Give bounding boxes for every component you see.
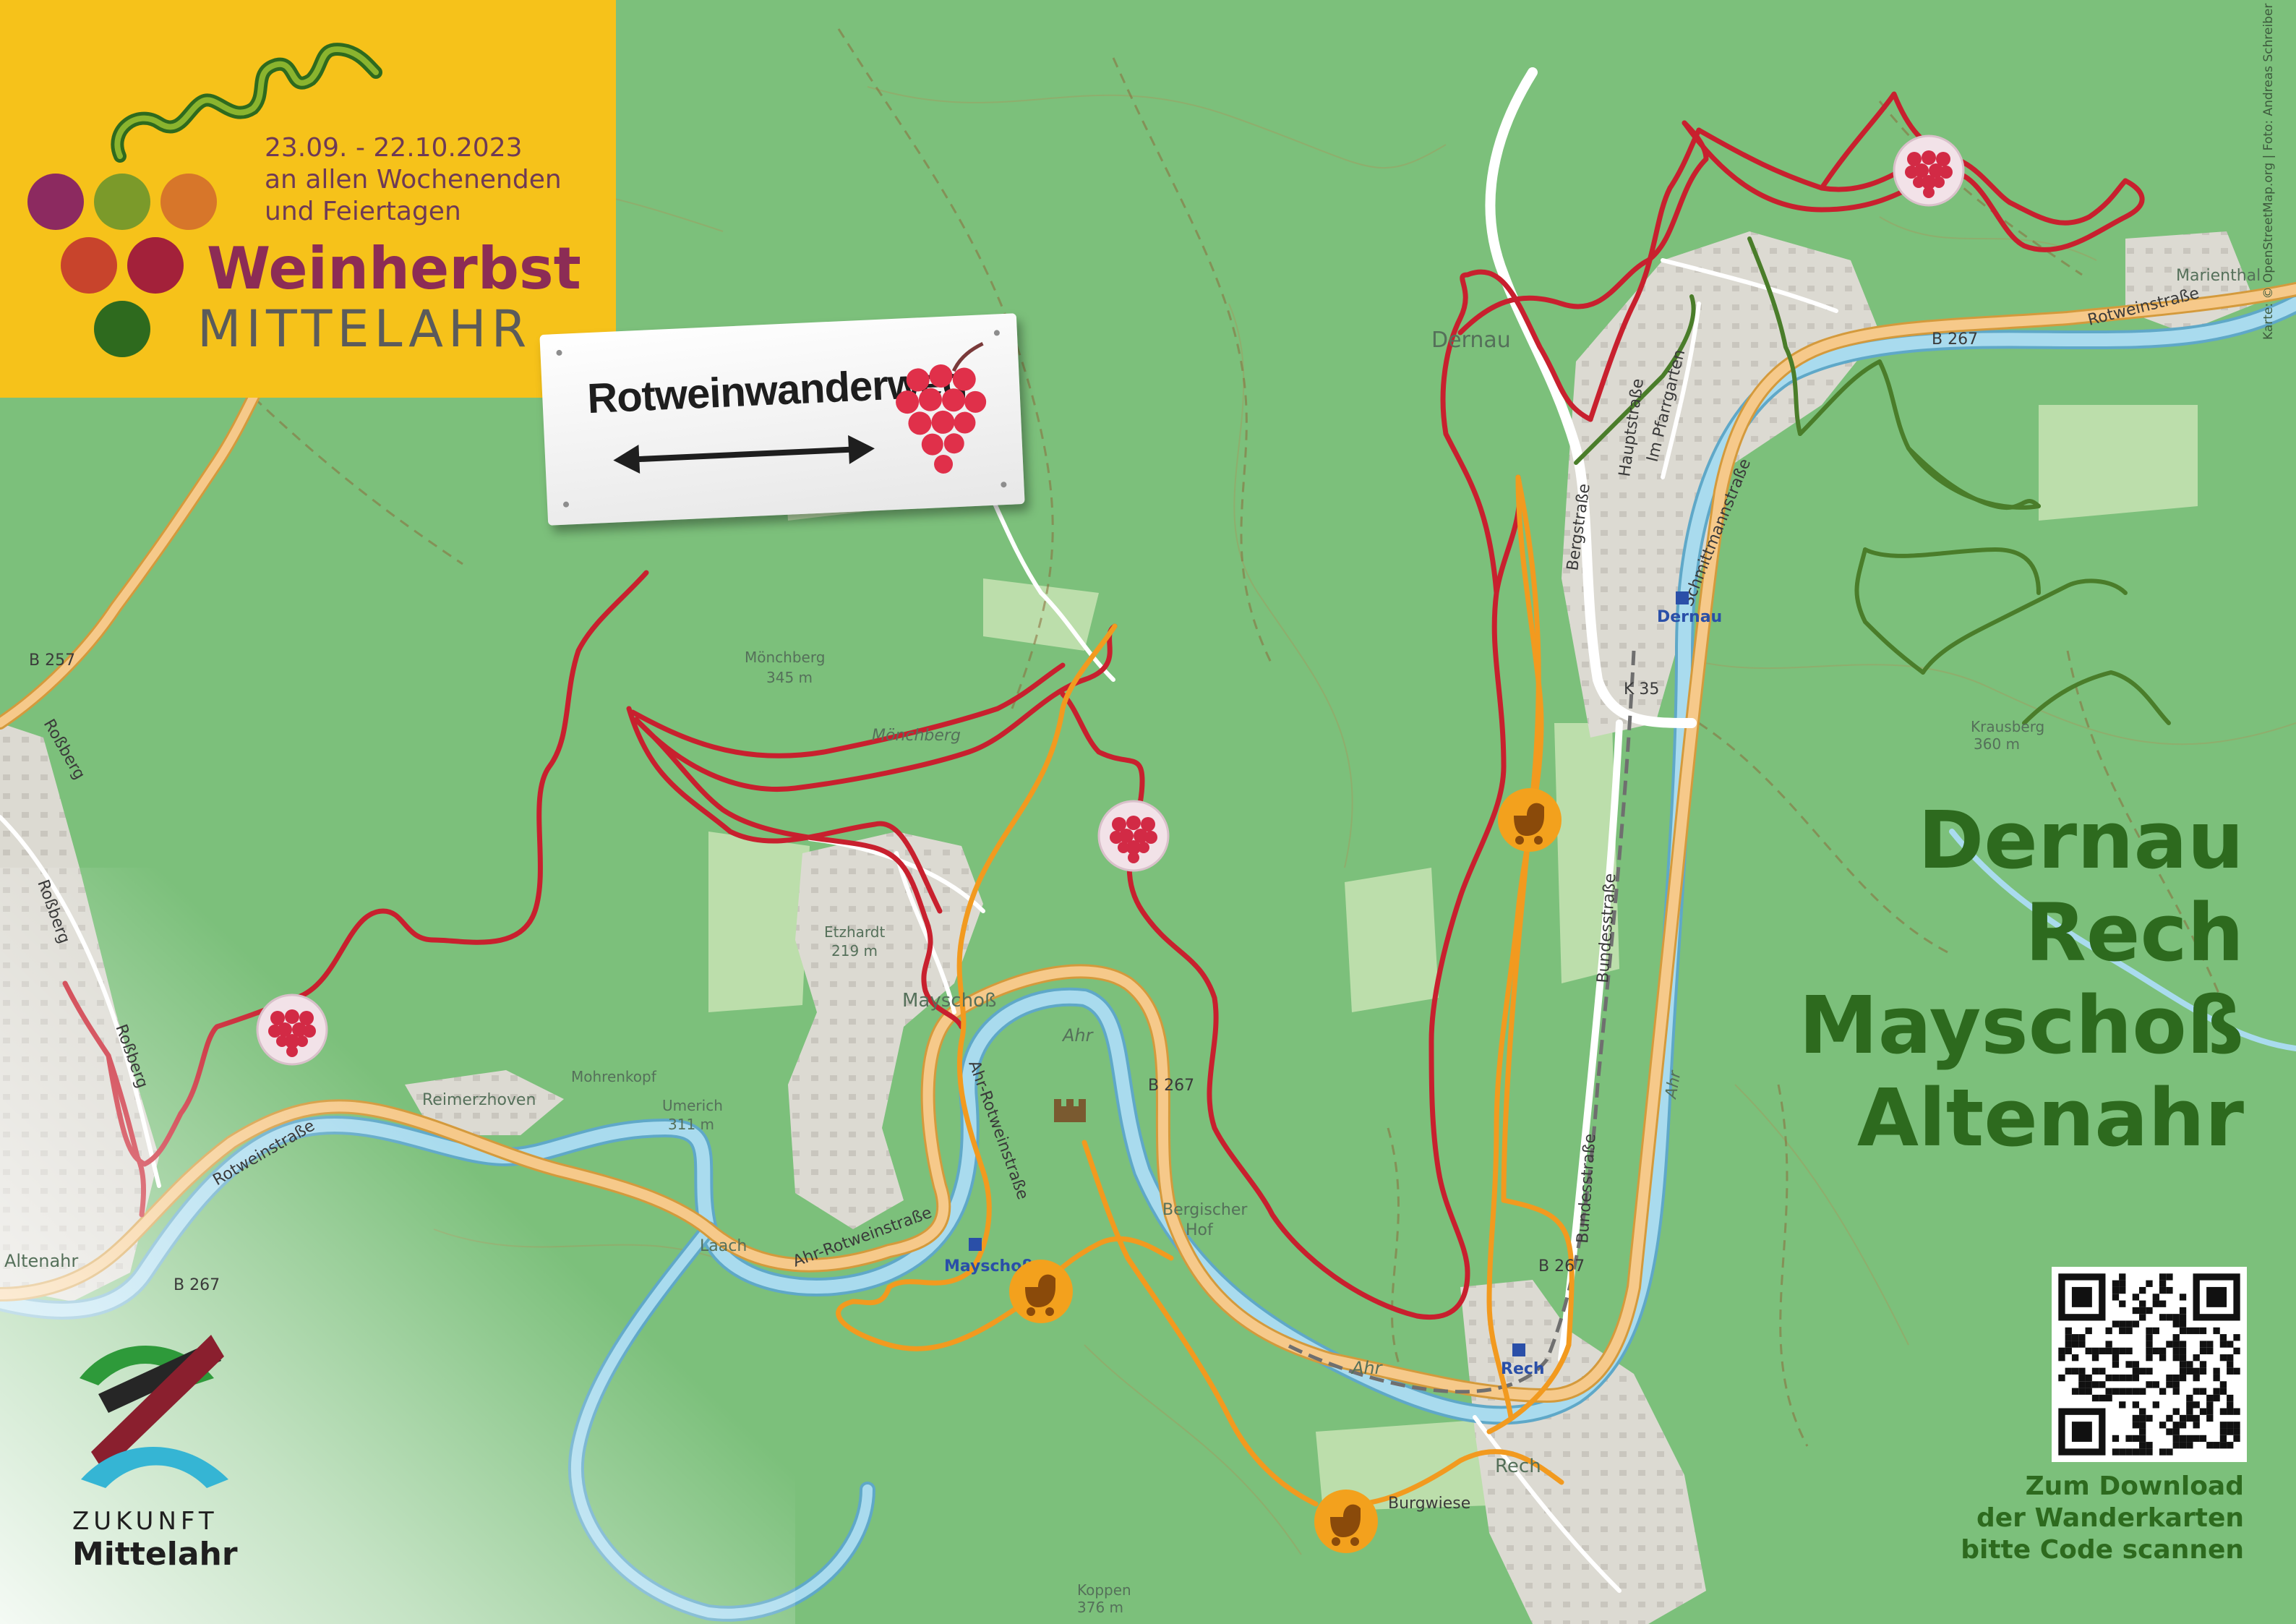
qr-code[interactable] — [2052, 1267, 2247, 1462]
qr-caption-line3: bitte Code scannen — [1961, 1535, 2244, 1565]
svg-text:K 35: K 35 — [1624, 680, 1659, 698]
stroller-marker-2 — [1009, 1260, 1073, 1323]
trail-kinderwagen — [836, 474, 1575, 1508]
qr-code-icon — [2058, 1273, 2240, 1456]
svg-text:Bergischer: Bergischer — [1162, 1201, 1248, 1219]
map-credit: Karte: © OpenStreetMap.org | Foto: Andre… — [2261, 0, 2276, 340]
svg-text:Burgwiese: Burgwiese — [1388, 1495, 1470, 1513]
svg-text:Marienthal: Marienthal — [2176, 267, 2261, 285]
rotweinwanderweg-sign: Rotweinwanderweg — [539, 313, 1025, 526]
svg-text:Mönchberg: Mönchberg — [872, 727, 961, 745]
town-name-altenahr: Altenahr — [1856, 1072, 2244, 1164]
logo-line1: ZUKUNFT — [72, 1507, 218, 1536]
trail-green — [1574, 236, 2171, 725]
sign-screw — [993, 330, 1001, 336]
svg-text:311 m: 311 m — [668, 1116, 714, 1133]
rech-area — [1460, 1280, 1706, 1624]
grape-marker-3 — [1893, 134, 1965, 207]
svg-text:Altenahr: Altenahr — [4, 1251, 78, 1271]
event-dates: 23.09. - 22.10.2023 an allen Wochenenden… — [265, 132, 604, 228]
railway — [1285, 650, 1636, 1394]
event-panel: 23.09. - 22.10.2023 an allen Wochenenden… — [0, 0, 616, 398]
event-title: Weinherbst — [207, 235, 581, 302]
grape-dot-dark-green-icon — [94, 301, 150, 357]
forest-tracks — [215, 28, 2228, 1447]
sign-screw — [562, 501, 570, 508]
event-subtitle: MITTELAHR — [197, 299, 532, 359]
town-name-dernau: Dernau — [1917, 794, 2244, 886]
event-days-line2: und Feiertagen — [265, 197, 461, 226]
stroller-marker-1 — [1498, 788, 1562, 852]
svg-text:B 257: B 257 — [29, 651, 75, 670]
grape-dot-red-icon — [127, 237, 184, 294]
svg-text:Koppen: Koppen — [1077, 1581, 1131, 1599]
double-arrow-icon — [613, 435, 875, 474]
svg-text:Ahr: Ahr — [1061, 1025, 1095, 1046]
grape-dot-purple-icon — [27, 174, 84, 230]
svg-text:B 267: B 267 — [1148, 1077, 1194, 1095]
svg-text:219 m: 219 m — [831, 942, 878, 960]
sign-screw — [556, 349, 562, 356]
sign-screw — [1001, 482, 1007, 488]
svg-text:B 267: B 267 — [1932, 330, 1978, 349]
svg-text:Dernau: Dernau — [1657, 608, 1722, 626]
mayschoss-area — [788, 832, 983, 1229]
svg-text:Rech: Rech — [1501, 1360, 1545, 1378]
grape-dot-orange-icon — [160, 174, 217, 230]
grape-marker-1 — [256, 993, 328, 1066]
svg-text:Umerich: Umerich — [662, 1097, 723, 1114]
svg-text:Mönchberg: Mönchberg — [745, 649, 825, 666]
logo-line2: Mittelahr — [72, 1536, 238, 1573]
svg-text:Krausberg: Krausberg — [1971, 718, 2044, 735]
svg-text:360 m: 360 m — [1974, 735, 2020, 753]
stroller-marker-3 — [1314, 1490, 1378, 1553]
town-name-mayschoss: Mayschoß — [1799, 979, 2244, 1072]
svg-text:Etzhardt: Etzhardt — [824, 923, 885, 941]
grape-icon — [896, 342, 987, 474]
svg-text:Mayschoß: Mayschoß — [902, 990, 996, 1012]
castle-icon — [1054, 1099, 1086, 1122]
town-name-rech: Rech — [2025, 886, 2244, 979]
grape-dot-green-icon — [94, 174, 150, 230]
town-list: Dernau Rech Mayschoß Altenahr — [1799, 794, 2244, 1164]
qr-caption-line2: der Wanderkarten — [1976, 1503, 2244, 1533]
zukunft-mittelahr-logo-icon — [80, 1335, 228, 1488]
svg-text:Rech: Rech — [1495, 1456, 1541, 1477]
svg-text:Laach: Laach — [700, 1237, 747, 1255]
svg-text:Mohrenkopf: Mohrenkopf — [571, 1068, 657, 1085]
qr-caption: Zum Download der Wanderkarten bitte Code… — [1961, 1471, 2244, 1566]
svg-text:345 m: 345 m — [766, 669, 813, 686]
grape-marker-2 — [1097, 800, 1170, 872]
ahr-river-logo-icon — [111, 43, 382, 163]
svg-text:B 267: B 267 — [1538, 1257, 1585, 1275]
svg-text:376 m: 376 m — [1077, 1599, 1123, 1616]
zukunft-text: ZUKUNFT Mittelahr — [72, 1507, 238, 1573]
event-days-line1: an allen Wochenenden — [265, 165, 562, 195]
svg-text:Dernau: Dernau — [1431, 328, 1511, 353]
svg-text:Reimerzhoven: Reimerzhoven — [422, 1091, 536, 1109]
grape-dot-red-orange-icon — [61, 237, 117, 294]
svg-text:Hof: Hof — [1186, 1221, 1214, 1239]
event-date-range: 23.09. - 22.10.2023 — [265, 133, 523, 163]
fade-overlay — [0, 868, 795, 1624]
svg-text:B 267: B 267 — [174, 1276, 220, 1294]
qr-caption-line1: Zum Download — [2025, 1471, 2244, 1501]
svg-text:Ahr: Ahr — [1350, 1358, 1384, 1378]
road-k35 — [1485, 67, 1697, 728]
